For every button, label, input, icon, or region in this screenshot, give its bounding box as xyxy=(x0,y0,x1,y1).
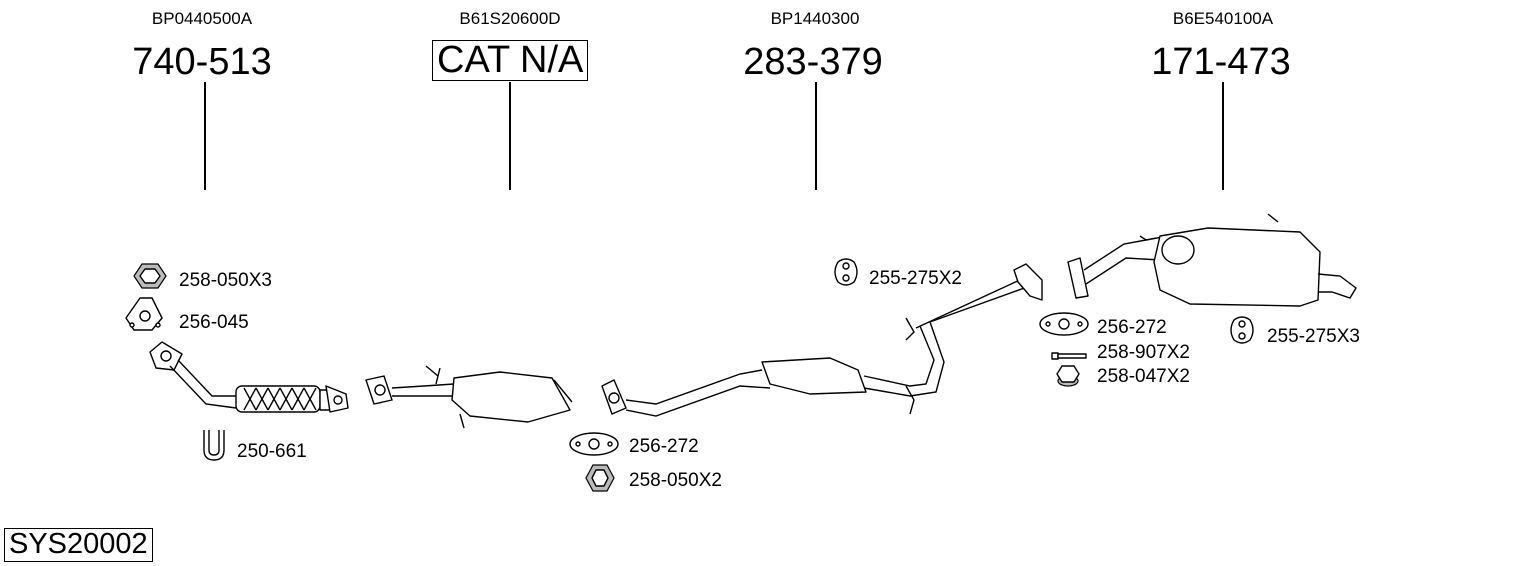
part-2-number[interactable]: CAT N/A xyxy=(432,40,589,81)
accessory-label[interactable]: 258-047X2 xyxy=(1097,366,1190,387)
part-4-leader-line xyxy=(1222,82,1224,190)
front-pipe-drawing xyxy=(149,341,349,413)
oval-gasket-icon xyxy=(1039,312,1089,336)
oval-gasket-icon xyxy=(569,432,619,456)
accessory-label[interactable]: 258-050X2 xyxy=(629,470,722,491)
accessory-label[interactable]: 258-907X2 xyxy=(1097,342,1190,363)
hex-nut-icon xyxy=(585,464,615,492)
part-1-oe-number: BP0440500A xyxy=(151,9,253,28)
hex-nut-icon xyxy=(133,263,167,289)
part-4-number[interactable]: 171-473 xyxy=(1151,41,1291,83)
part-4-oe-number: B6E540100A xyxy=(1172,9,1274,28)
rear-silencer-drawing xyxy=(1067,213,1357,307)
catalytic-converter-drawing xyxy=(365,365,573,429)
part-1-leader-line xyxy=(204,82,206,190)
part-2-leader-line xyxy=(509,82,511,190)
flange-nut-icon xyxy=(1056,365,1080,387)
accessory-label[interactable]: 256-272 xyxy=(629,436,699,457)
bolt-icon xyxy=(1051,352,1087,360)
accessory-label[interactable]: 255-275X2 xyxy=(869,268,962,289)
system-code: SYS20002 xyxy=(4,528,153,562)
part-3-leader-line xyxy=(815,82,817,190)
accessory-label[interactable]: 256-272 xyxy=(1097,317,1167,338)
rubber-hanger-icon xyxy=(1230,316,1254,344)
accessory-label[interactable]: 250-661 xyxy=(237,441,307,462)
rubber-hanger-icon xyxy=(834,258,858,286)
center-pipe-drawing xyxy=(601,263,1043,417)
part-1-number[interactable]: 740-513 xyxy=(132,41,272,83)
accessory-label[interactable]: 255-275X3 xyxy=(1267,326,1360,347)
part-2-oe-number: B61S20600D xyxy=(459,9,561,28)
part-3-oe-number: BP1440300 xyxy=(770,9,860,28)
flange-gasket-icon xyxy=(125,297,163,331)
part-3-number[interactable]: 283-379 xyxy=(743,41,883,83)
u-clamp-icon xyxy=(203,430,225,461)
accessory-label[interactable]: 256-045 xyxy=(179,312,249,333)
accessory-label[interactable]: 258-050X3 xyxy=(179,270,272,291)
